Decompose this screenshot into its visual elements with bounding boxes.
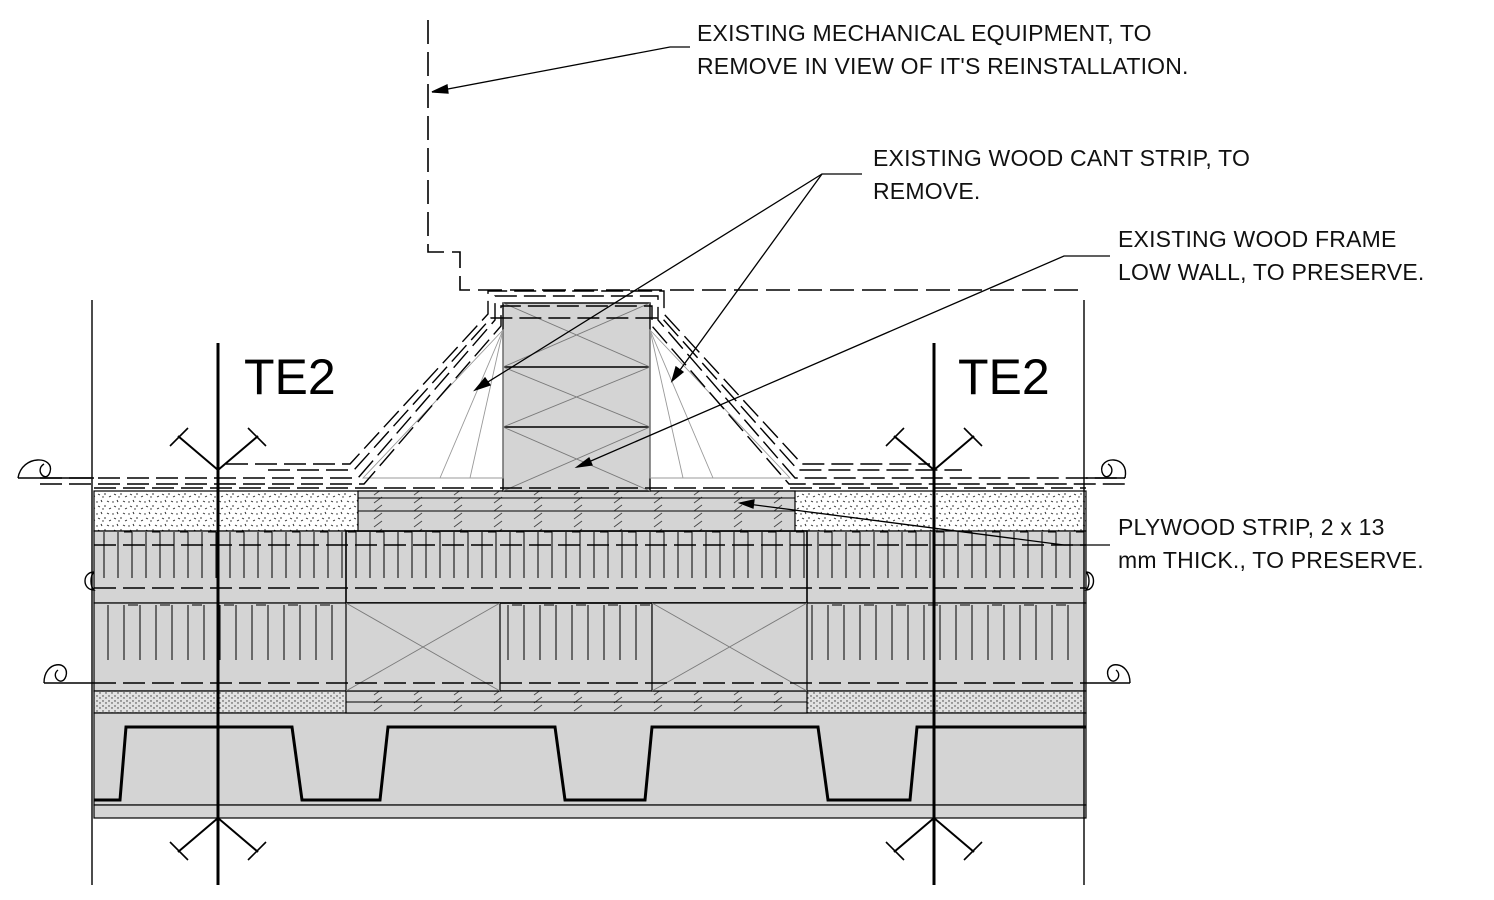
note-mechanical-equipment: EXISTING MECHANICAL EQUIPMENT, TO REMOVE… (697, 17, 1189, 83)
section-tag-right: TE2 (958, 349, 1050, 405)
membrane-dashed-lines (40, 290, 1125, 684)
note-plywood-strip: PLYWOOD STRIP, 2 x 13 mm THICK., TO PRES… (1118, 511, 1424, 577)
note-line: REMOVE. (873, 178, 981, 204)
note-line: EXISTING WOOD FRAME (1118, 226, 1397, 252)
leader-lines (431, 46, 1110, 546)
note-cant-strip: EXISTING WOOD CANT STRIP, TO REMOVE. (873, 142, 1250, 208)
section-tag-left: TE2 (244, 349, 336, 405)
note-line: mm THICK., TO PRESERVE. (1118, 547, 1424, 573)
equipment-outline (427, 20, 1086, 291)
note-line: EXISTING WOOD CANT STRIP, TO (873, 145, 1251, 171)
note-line: PLYWOOD STRIP, 2 x 13 (1118, 514, 1385, 540)
section-cut-right (885, 343, 983, 885)
insulation-batt-ticks (103, 531, 1084, 660)
section-cut-left (169, 343, 267, 885)
cant-strips (361, 328, 792, 479)
boundary-break-lines (17, 300, 1131, 885)
note-wood-frame-wall: EXISTING WOOD FRAME LOW WALL, TO PRESERV… (1118, 223, 1424, 289)
wood-frame-low-wall (502, 302, 651, 492)
note-line: EXISTING MECHANICAL EQUIPMENT, TO (697, 20, 1152, 46)
note-line: LOW WALL, TO PRESERVE. (1118, 259, 1425, 285)
assembly-layers (93, 490, 1087, 819)
plywood-strips (345, 490, 808, 714)
note-line: REMOVE IN VIEW OF IT'S REINSTALLATION. (697, 53, 1189, 79)
blocking-crosses (345, 602, 808, 692)
